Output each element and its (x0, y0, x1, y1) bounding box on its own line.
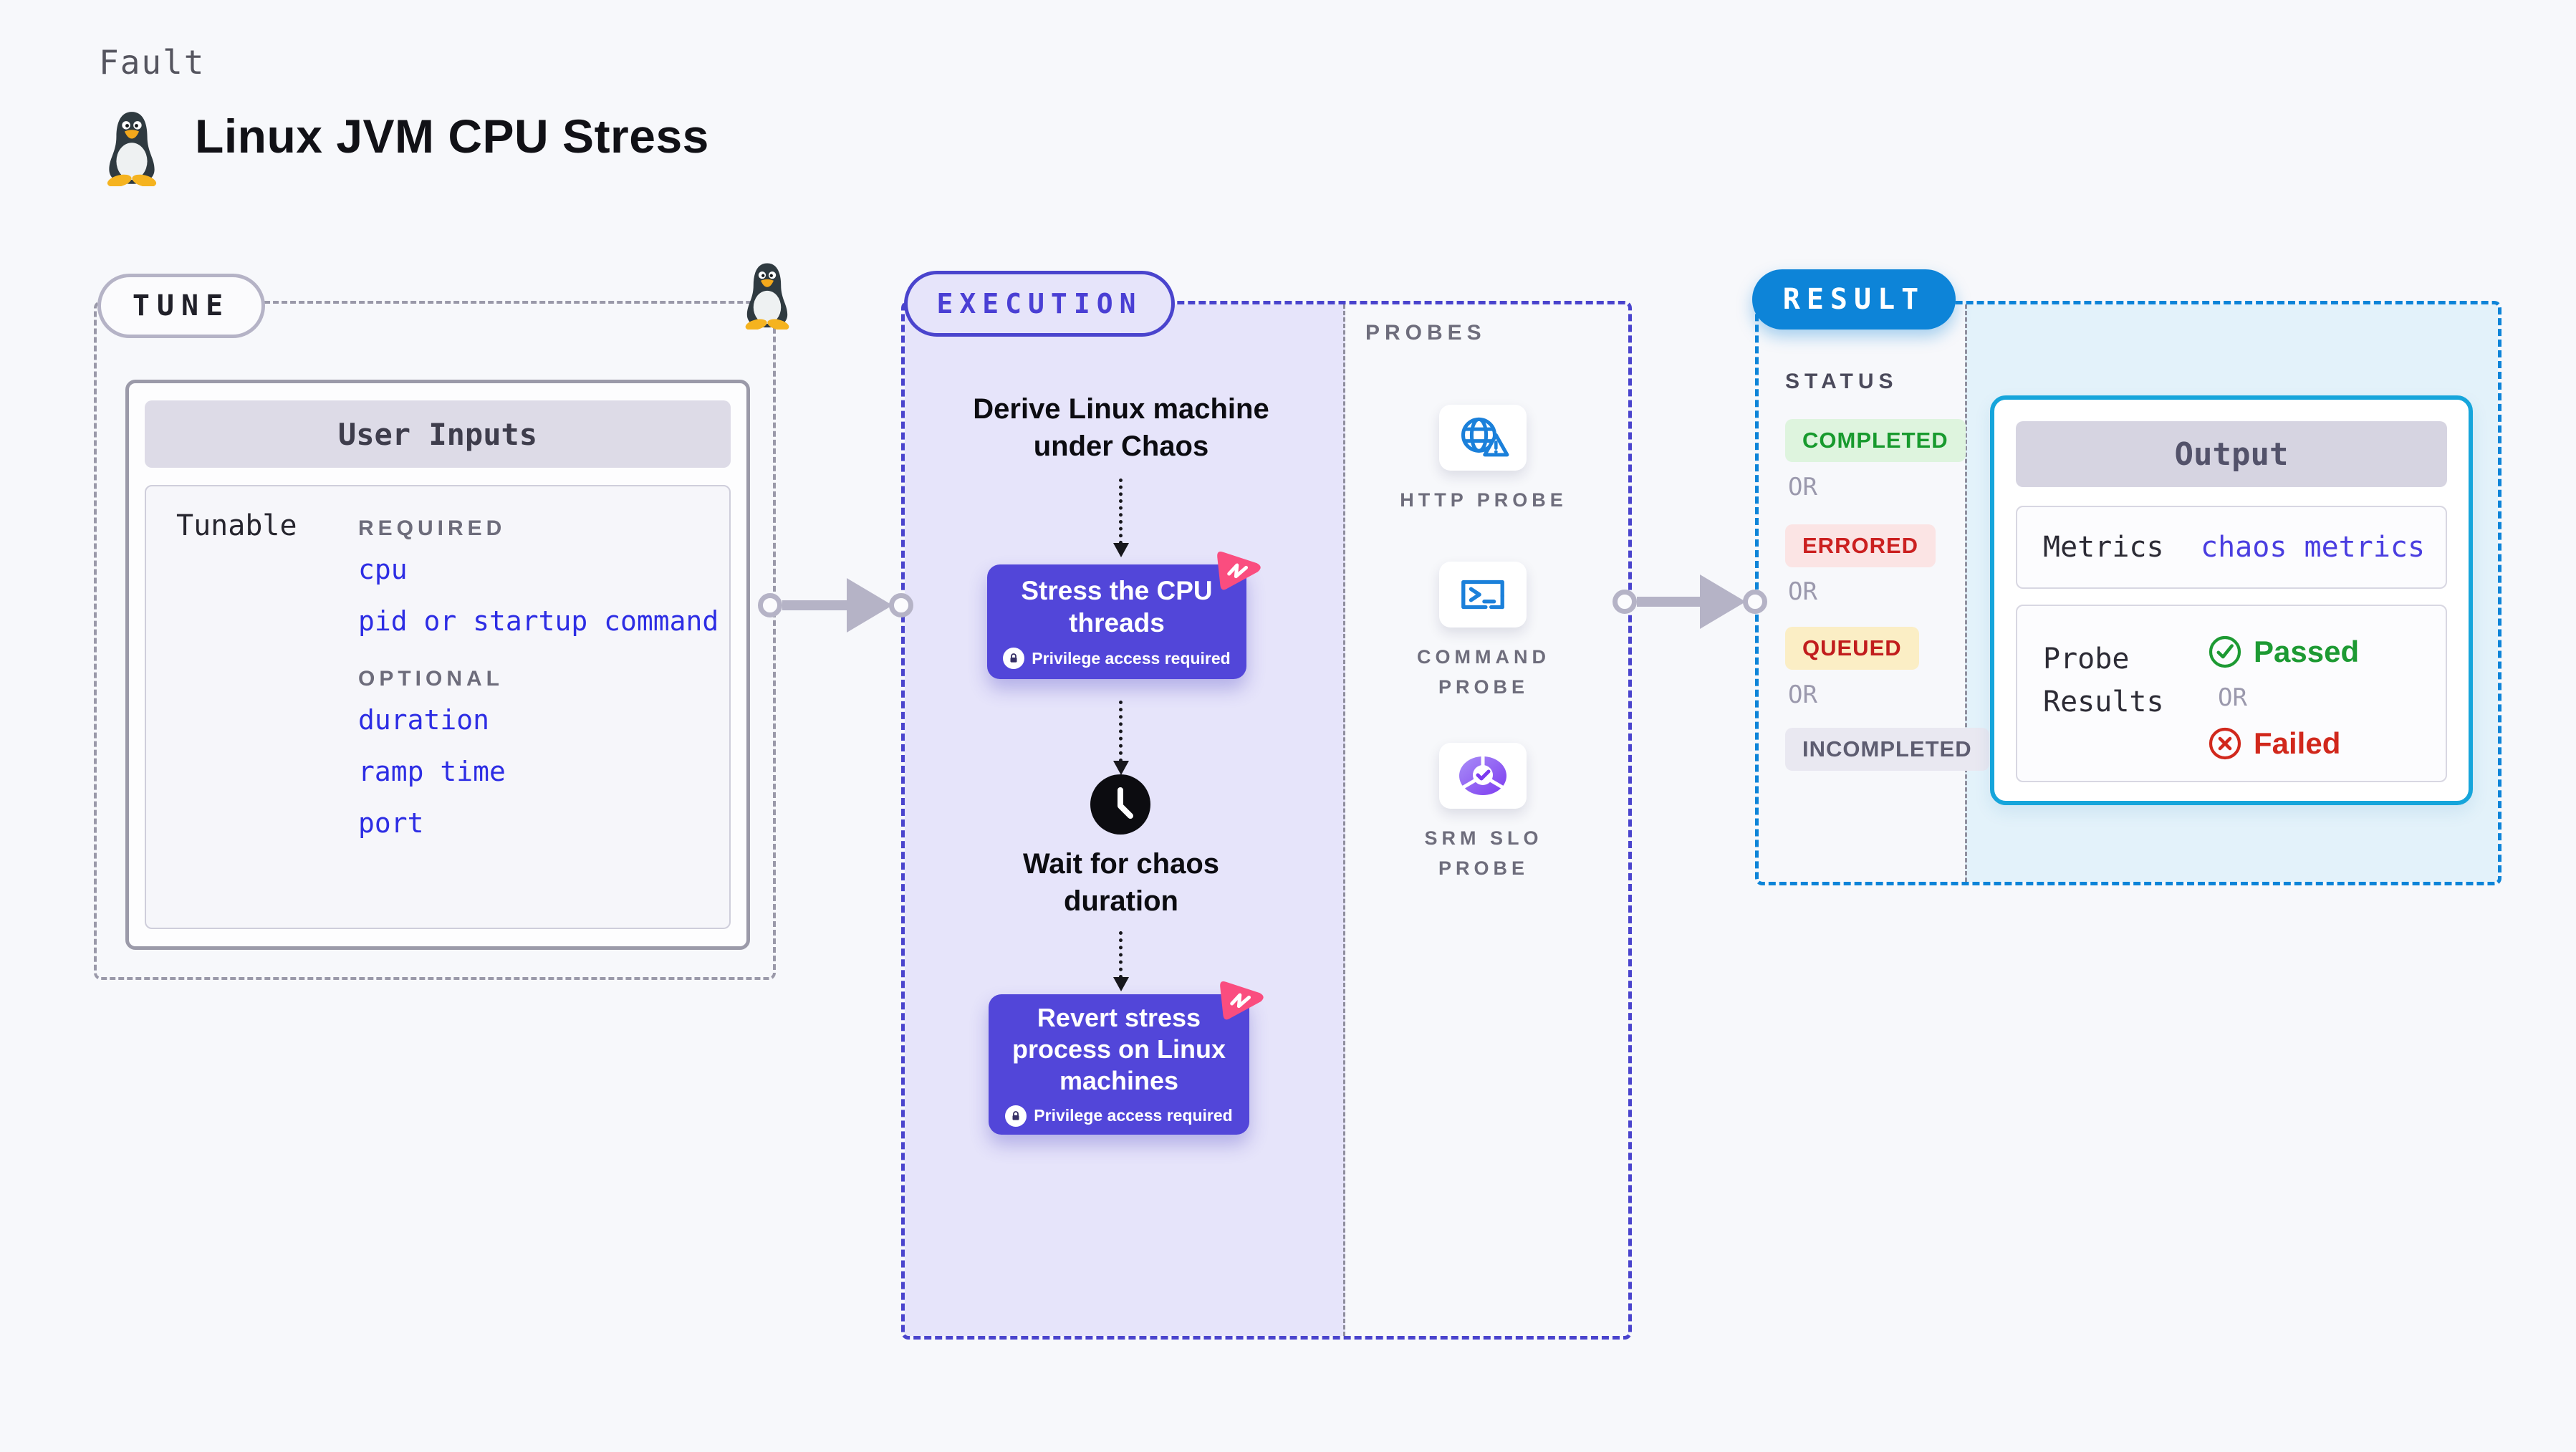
flow-arrow-down-icon (1113, 701, 1129, 775)
arrow-head-icon (1700, 574, 1746, 629)
lock-icon (1003, 648, 1025, 670)
param-duration[interactable]: duration (358, 704, 490, 736)
connector-dot (758, 593, 782, 617)
optional-heading: OPTIONAL (358, 667, 504, 691)
revert-stress-title: Revert stress process on Linux machines (1011, 1003, 1226, 1095)
probe-passed: Passed (2208, 635, 2359, 669)
user-inputs-title: User Inputs (145, 400, 731, 468)
metrics-row: Metrics chaos metrics (2016, 506, 2447, 589)
param-ramp-time[interactable]: ramp time (358, 756, 506, 787)
status-badge-queued: QUEUED (1785, 627, 1919, 670)
srm-slo-probe-label: SRM SLO PROBE (1424, 827, 1543, 879)
globe-alert-icon (1461, 417, 1509, 457)
or-label: OR (1788, 577, 1817, 606)
user-inputs-card: User Inputs Tunable REQUIRED cpu pid or … (125, 380, 750, 950)
status-badge-completed: COMPLETED (1785, 419, 1966, 462)
lock-icon (1005, 1105, 1027, 1127)
probe-results-label: Probe Results (2043, 643, 2164, 718)
tune-to-execution-arrow (782, 600, 847, 610)
metrics-value: chaos metrics (2201, 531, 2426, 564)
tune-section-pill: TUNE (97, 274, 265, 338)
execution-to-result-arrow (1637, 597, 1700, 607)
x-circle-icon (2209, 727, 2241, 760)
revert-stress-step: Revert stress process on Linux machines … (989, 981, 1264, 1135)
required-heading: REQUIRED (358, 516, 506, 540)
connector-dot (1613, 590, 1637, 614)
command-probe-label: COMMAND PROBE (1417, 646, 1550, 698)
status-badge-errored: ERRORED (1785, 524, 1936, 567)
flow-arrow-down-icon (1113, 931, 1129, 991)
output-card: Output Metrics chaos metrics Probe Resul… (1990, 395, 2473, 805)
result-section-pill: RESULT (1752, 269, 1956, 330)
status-badge-incompleted: INCOMPLETED (1785, 728, 1989, 771)
status-heading: STATUS (1785, 370, 1898, 393)
chaos-pinwheel-icon (1220, 981, 1264, 1020)
check-circle-icon (2209, 635, 2241, 668)
slo-pie-icon (1459, 755, 1506, 795)
tune-section-box (94, 301, 776, 980)
wait-duration-step: Wait for chaos duration (1022, 848, 1220, 917)
metrics-label: Metrics (2043, 531, 2164, 564)
privilege-note: Privilege access required (1003, 648, 1231, 670)
connector-dot (889, 593, 913, 617)
linux-penguin-icon (745, 263, 789, 330)
connector-dot (1743, 590, 1767, 614)
linux-penguin-icon (107, 112, 157, 186)
probe-results-row: Probe Results Passed OR Failed (2016, 605, 2447, 782)
fault-kind-label: Fault (99, 43, 206, 82)
output-title: Output (2016, 421, 2447, 487)
probe-failed: Failed (2208, 726, 2359, 761)
privilege-note: Privilege access required (1005, 1105, 1233, 1127)
stress-cpu-step: Stress the CPU threads Privilege access … (987, 551, 1261, 679)
probes-section-label: PROBES (1365, 321, 1486, 345)
param-port[interactable]: port (358, 807, 424, 839)
command-probe-card[interactable] (1439, 562, 1527, 628)
param-cpu[interactable]: cpu (358, 554, 408, 585)
clock-icon (1090, 774, 1151, 839)
param-pid-or-startup-command[interactable]: pid or startup command (358, 605, 719, 637)
or-label: OR (1788, 473, 1817, 501)
http-probe-label: HTTP PROBE (1400, 489, 1567, 511)
page-title: Linux JVM CPU Stress (195, 110, 709, 163)
derive-machine-step: Derive Linux machine under Chaos (973, 393, 1269, 462)
srm-slo-probe-card[interactable] (1439, 743, 1527, 809)
chaos-pinwheel-icon (1217, 551, 1261, 590)
execution-section-pill: EXECUTION (904, 271, 1175, 337)
http-probe-card[interactable] (1439, 405, 1527, 471)
terminal-icon (1461, 580, 1504, 610)
tunable-row-label: Tunable (176, 509, 297, 542)
flow-arrow-down-icon (1113, 479, 1129, 557)
arrow-head-icon (847, 578, 893, 633)
or-label: OR (1788, 681, 1817, 709)
or-label: OR (2218, 683, 2247, 712)
stress-cpu-title: Stress the CPU threads (1021, 575, 1213, 638)
tunable-panel: Tunable REQUIRED cpu pid or startup comm… (145, 485, 731, 929)
tunable-params: REQUIRED cpu pid or startup command OPTI… (358, 506, 719, 859)
